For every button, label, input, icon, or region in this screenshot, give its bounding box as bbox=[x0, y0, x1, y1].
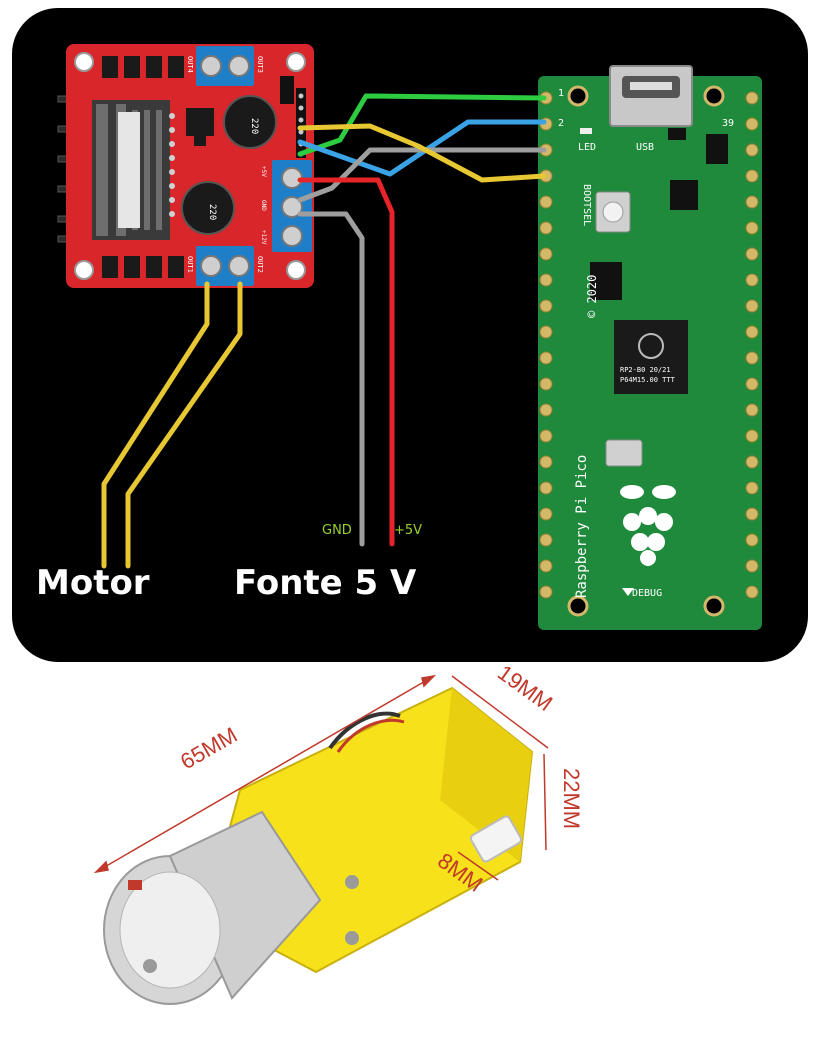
svg-text:220: 220 bbox=[207, 204, 217, 220]
board-name-label: Raspberry Pi Pico bbox=[574, 455, 590, 598]
pico-right-pins bbox=[745, 91, 759, 599]
debug-label: DEBUG bbox=[632, 588, 662, 599]
wire-gray-logic bbox=[297, 147, 547, 203]
motor-driver-board: 220 220 OUT4 OUT3 OUT1 OUT2 +5V GND bbox=[57, 44, 314, 288]
bootsel-button bbox=[595, 191, 631, 233]
label-out3: OUT3 bbox=[256, 56, 264, 73]
raspberry-pi-pico: 1 2 39 LED USB BOOTSEL RP2-B0 20/21 P64M… bbox=[538, 65, 762, 630]
usb-label: USB bbox=[636, 142, 654, 153]
year-label: © 2020 bbox=[585, 275, 599, 318]
dimension-lines bbox=[93, 674, 549, 881]
wires bbox=[101, 93, 547, 569]
motor-shaft bbox=[469, 815, 523, 863]
wire-yellow-motor-b bbox=[125, 281, 243, 569]
dimension-width: 19MM bbox=[493, 660, 557, 716]
led-label: LED bbox=[578, 142, 596, 153]
label-out4: OUT4 bbox=[186, 56, 194, 73]
rp2040-chip: RP2-B0 20/21 P64M15.00 TTT bbox=[614, 320, 688, 394]
dimension-length: 65MM bbox=[176, 722, 241, 774]
pin-2-label: 2 bbox=[558, 118, 564, 129]
label-out2: OUT2 bbox=[256, 256, 264, 273]
wire-yellow-motor-a bbox=[101, 281, 210, 569]
pico-left-pins bbox=[539, 91, 553, 599]
capacitor-bottom: 220 bbox=[181, 181, 235, 235]
label-power-gnd: GND bbox=[260, 200, 267, 211]
usb-connector bbox=[609, 65, 693, 127]
raspberry-logo bbox=[620, 485, 676, 566]
power-supply-label: Fonte 5 V bbox=[234, 563, 417, 603]
label-out1: OUT1 bbox=[186, 256, 194, 273]
gnd-label: GND bbox=[322, 523, 352, 538]
terminal-out4-out3 bbox=[196, 46, 254, 86]
wire-gray-power bbox=[297, 211, 365, 547]
wire-red-power bbox=[297, 177, 395, 547]
motor-label: Motor bbox=[36, 563, 150, 603]
wire-yellow-logic bbox=[297, 123, 547, 183]
bootsel-label: BOOTSEL bbox=[581, 184, 592, 226]
pin-1-label: 1 bbox=[558, 88, 564, 99]
pin-39-label: 39 bbox=[722, 118, 734, 129]
capacitor-top: 220 bbox=[223, 95, 277, 149]
svg-text:P64M15.00 TTT: P64M15.00 TTT bbox=[620, 376, 676, 384]
label-power-5v: +5V bbox=[260, 166, 267, 177]
terminal-power bbox=[272, 160, 312, 252]
svg-text:220: 220 bbox=[249, 118, 259, 134]
dimension-height: 22MM bbox=[559, 768, 584, 829]
plus5v-label: +5V bbox=[394, 523, 422, 538]
geared-motor bbox=[103, 686, 534, 1005]
svg-text:RP2-B0 20/21: RP2-B0 20/21 bbox=[620, 366, 671, 374]
terminal-out1-out2 bbox=[196, 246, 254, 286]
label-power-12v: +12V bbox=[260, 230, 267, 245]
motor-can bbox=[103, 810, 322, 1005]
